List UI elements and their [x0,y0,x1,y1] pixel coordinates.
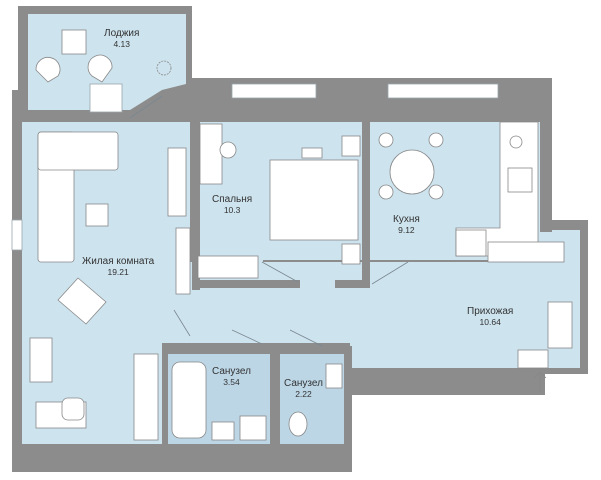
room-area: 4.13 [113,38,130,49]
chair-icon [378,132,394,148]
room-area: 9.12 [398,224,415,235]
kitchen-window [387,83,499,99]
sink-icon [509,135,523,149]
sofa-back [37,131,119,171]
hallway-floor [190,230,580,368]
toilet-icon [288,411,308,437]
loggia-furniture [35,29,172,83]
room-area: 2.22 [295,388,312,399]
room-area: 10.64 [479,316,501,327]
chair-icon [378,184,394,200]
room-label-living-room: Жилая комната 19.21 [82,256,154,277]
armchair-icon [57,277,107,325]
wardrobe-icon [197,255,259,279]
bedroom-window [231,83,317,99]
kitchen-furniture [378,121,539,257]
plant-icon [156,60,172,76]
room-area: 10.3 [223,204,241,215]
desk-chair [61,397,85,421]
nightstand [341,243,361,265]
room-label-hallway: Прихожая 10.64 [467,306,513,327]
room-name: Спальня [212,194,253,205]
living-room-furniture [29,131,191,441]
chair-icon [428,184,444,200]
room-label-loggia: Лоджия 4.13 [104,28,139,49]
room-area: 3.54 [223,376,240,387]
entrance-arrow-icon [533,371,547,392]
chair-icon [428,132,444,148]
bedroom-furniture [197,123,361,279]
sink-icon [325,363,343,389]
armchair-icon [35,56,61,83]
bathtub-icon [171,361,207,439]
room-area: 19.21 [107,266,129,277]
bookcase [29,337,53,383]
tv-unit [167,147,187,217]
stove-icon [507,167,533,193]
room-label-bathroom-1: Санузел 3.54 [212,366,251,387]
bathroom-fixtures [171,361,343,441]
room-name: Кухня [393,214,420,225]
sink-icon [211,421,235,441]
side-table [61,29,87,55]
living-window [11,219,23,251]
hallway-furniture [487,241,573,392]
bed-icon [269,159,359,241]
room-label-bedroom: Спальня 10.3 [212,194,252,215]
loggia-window [89,83,123,113]
room-name: Лоджия [104,28,140,39]
fridge [455,229,487,257]
bedroom-desk [199,123,223,185]
room-name: Жилая комната [82,256,155,267]
room-label-bathroom-2: Санузел 2.22 [284,378,323,399]
armchair-icon [87,54,113,83]
windows [11,83,499,251]
room-name: Прихожая [467,306,514,317]
wardrobe-icon [487,241,565,263]
coffee-table [85,203,109,227]
shelf-unit [175,227,191,295]
doors [129,95,409,347]
washing-machine-icon [517,349,549,369]
room-name: Санузел [284,378,323,389]
room-name: Санузел [212,366,251,377]
chair-icon [219,141,237,159]
nightstand [341,135,361,157]
shoe-cabinet [547,301,573,349]
washing-machine-icon [239,415,267,441]
hall-wardrobe-icon [133,353,159,441]
interior-walls [12,78,552,446]
room-label-kitchen: Кухня 9.12 [393,214,420,235]
pillows [301,147,323,159]
dining-table-icon [389,149,435,195]
